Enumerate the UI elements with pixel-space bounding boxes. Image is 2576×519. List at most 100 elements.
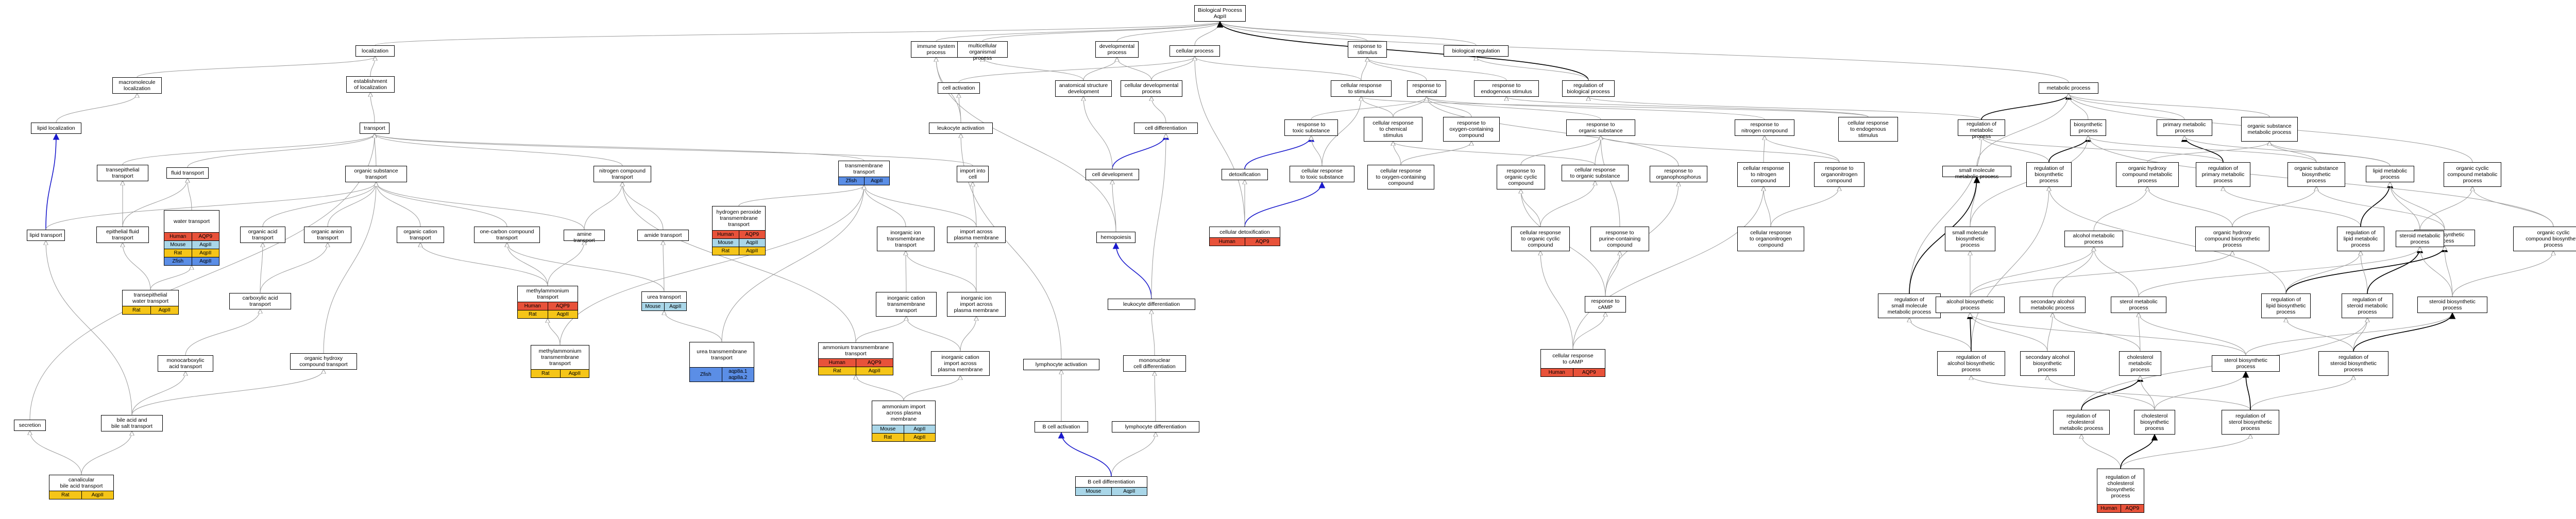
- go-term-node-leukact[interactable]: leukocyte activation: [929, 123, 993, 134]
- go-term-node-fluidtr[interactable]: fluid transport: [166, 167, 209, 179]
- go-term-node-nitrogen[interactable]: nitrogen compound transport: [594, 166, 651, 182]
- go-term-node-detox[interactable]: detoxification: [1222, 169, 1268, 180]
- go-term-node-estloc[interactable]: establishment of localization: [346, 76, 395, 93]
- go-term-node-cellresporgnitro[interactable]: cellular response to organonitrogen comp…: [1737, 227, 1804, 251]
- go-term-node-cellrespchem[interactable]: cellular response to chemical stimulus: [1364, 117, 1422, 142]
- go-term-node-lymphact[interactable]: lymphocyte activation: [1023, 359, 1099, 370]
- go-term-node-sterolbio[interactable]: sterol biosynthetic process: [2212, 355, 2280, 372]
- go-term-node-regbio[interactable]: regulation of biological process: [1562, 80, 1615, 97]
- go-term-node-multicell[interactable]: multicellular organismal process: [957, 41, 1008, 61]
- go-term-node-inorgcation[interactable]: inorganic cation transmembrane transport: [876, 292, 937, 317]
- go-term-node-respchem[interactable]: response to chemical: [1407, 80, 1446, 97]
- go-term-node-importcell[interactable]: import into cell: [957, 166, 989, 182]
- go-term-node-transepi[interactable]: transepithelial transport: [97, 165, 148, 181]
- go-term-node-respcamp[interactable]: response to cAMP: [1585, 296, 1626, 313]
- go-term-node-alcoholbio[interactable]: alcohol biosynthetic process: [1936, 297, 2005, 313]
- go-term-node-bileacid[interactable]: bile acid and bile salt transport: [101, 415, 163, 431]
- go-term-node-secalcohol[interactable]: secondary alcohol metabolic process: [2020, 297, 2086, 313]
- go-term-node-cholbio[interactable]: cholesterol biosynthetic process: [2134, 410, 2175, 435]
- go-term-node-biosyn[interactable]: biosynthetic process: [2070, 119, 2106, 136]
- go-term-node-regprim[interactable]: regulation of primary metabolic process: [2196, 162, 2250, 187]
- go-term-node-regalcoholbio[interactable]: regulation of alcohol biosynthetic proce…: [1937, 351, 2005, 376]
- go-term-node-organion[interactable]: organic anion transport: [304, 227, 351, 243]
- go-term-node-inorgionimport[interactable]: inorganic ion import across plasma membr…: [947, 292, 1006, 317]
- go-term-node-monocarb[interactable]: monocarboxylic acid transport: [158, 355, 213, 372]
- go-term-node-bp[interactable]: Biological Process AqpII: [1194, 5, 1246, 22]
- go-term-node-celldev[interactable]: cell development: [1086, 169, 1139, 180]
- go-term-node-metab[interactable]: metabolic process: [2039, 82, 2098, 94]
- go-term-node-epifluid[interactable]: epithelial fluid transport: [96, 227, 149, 243]
- go-term-node-inorgion[interactable]: inorganic ion transmembrane transport: [877, 227, 935, 251]
- go-term-node-carbox[interactable]: carboxylic acid transport: [229, 293, 291, 309]
- go-term-node-mmloc[interactable]: macromolecule localization: [112, 77, 162, 94]
- go-term-node-sterolmetab[interactable]: sterol metabolic process: [2111, 297, 2166, 313]
- go-term-node-lymphdiff[interactable]: lymphocyte differentiation: [1112, 421, 1199, 432]
- go-term-node-secalcoholbio[interactable]: secondary alcohol biosynthetic process: [2020, 351, 2075, 376]
- go-term-node-cellresporgcyc[interactable]: cellular response to organic cyclic comp…: [1511, 227, 1570, 251]
- go-term-node-celldevproc[interactable]: cellular developmental process: [1121, 80, 1182, 97]
- go-term-node-devproc[interactable]: developmental process: [1095, 41, 1139, 58]
- go-term-node-leukdiff[interactable]: leukocyte differentiation: [1108, 299, 1195, 310]
- go-term-node-aminetr[interactable]: amine transport: [564, 230, 605, 244]
- go-term-node-cholmetab[interactable]: cholesterol metabolic process: [2119, 351, 2161, 376]
- go-term-node-smallmolbio[interactable]: small molecule biosynthetic process: [1945, 227, 1995, 251]
- go-term-node-resppurine[interactable]: response to purine-containing compound: [1590, 227, 1649, 251]
- go-term-node-regsteroidbio[interactable]: regulation of steroid biosynthetic proce…: [2318, 351, 2388, 376]
- go-term-node-orghydroxybio[interactable]: organic hydroxy compound biosynthetic pr…: [2195, 227, 2269, 251]
- go-term-node-lipidmetab[interactable]: lipid metabolic process: [2366, 166, 2414, 182]
- go-term-node-orgcyclic[interactable]: organic cyclic compound metabolic proces…: [2444, 162, 2501, 187]
- go-term-node-primmetab[interactable]: primary metabolic process: [2157, 119, 2212, 136]
- go-term-node-regmetab[interactable]: regulation of metabolic process: [1958, 119, 2005, 140]
- go-term-node-anatstruct[interactable]: anatomical structure development: [1055, 80, 1112, 97]
- go-term-node-orgsub[interactable]: organic substance transport: [345, 166, 407, 182]
- go-term-node-cellresporg[interactable]: cellular response to organic substance: [1562, 165, 1629, 181]
- go-term-node-orgcyclicbio[interactable]: organic cyclic compound biosynthetic pro…: [2513, 227, 2576, 251]
- go-term-node-hemopoiesis[interactable]: hemopoiesis: [1096, 232, 1136, 243]
- go-term-node-regbiosyn[interactable]: regulation of biosynthetic process: [2026, 162, 2072, 187]
- go-term-node-importplasma[interactable]: import across plasma membrane: [947, 227, 1006, 243]
- go-term-node-h2o2[interactable]: hydrogen peroxide transmembrane transpor…: [712, 206, 766, 255]
- go-term-node-immune[interactable]: immune system process: [911, 41, 961, 58]
- go-term-node-bcellact[interactable]: B cell activation: [1035, 421, 1088, 432]
- go-term-node-onecarbon[interactable]: one-carbon compound transport: [474, 227, 540, 243]
- go-term-node-regsmallmol[interactable]: regulation of small molecule metabolic p…: [1878, 293, 1941, 318]
- go-term-node-orgsubbiosyn[interactable]: organic substance biosynthetic process: [2287, 162, 2345, 187]
- go-term-node-celldiff[interactable]: cell differentiation: [1134, 123, 1198, 134]
- go-term-node-amidetr[interactable]: amide transport: [637, 230, 689, 241]
- go-term-node-respendo[interactable]: response to endogenous stimulus: [1474, 80, 1539, 97]
- go-term-node-cellact[interactable]: cell activation: [938, 82, 980, 94]
- go-term-node-cellrespoxy[interactable]: cellular response to oxygen-containing c…: [1367, 165, 1434, 189]
- go-term-node-orghydroxymetab[interactable]: organic hydroxy compound metabolic proce…: [2116, 162, 2179, 187]
- go-term-node-resporgcyc[interactable]: response to organic cyclic compound: [1497, 165, 1545, 189]
- go-term-node-cellproc[interactable]: cellular process: [1170, 45, 1220, 57]
- go-term-node-resporgsub[interactable]: response to organic substance: [1566, 119, 1635, 136]
- go-term-node-cellrespnitro[interactable]: cellular response to nitrogen compound: [1737, 162, 1790, 187]
- go-term-node-mononuc[interactable]: mononuclear cell differentiation: [1123, 355, 1186, 372]
- go-term-node-smallmol[interactable]: small molecule metabolic process: [1942, 166, 2011, 180]
- go-term-node-regcholbio[interactable]: regulation of cholesterol biosynthetic p…: [2097, 469, 2144, 513]
- go-term-node-regsteroidmetab[interactable]: regulation of steroid metabolic process: [2342, 293, 2393, 318]
- go-term-node-respstim[interactable]: response to stimulus: [1348, 41, 1387, 58]
- go-term-node-reglipidbio[interactable]: regulation of lipid biosynthetic process: [2261, 293, 2311, 318]
- go-term-node-respoxy[interactable]: response to oxygen-containing compound: [1443, 117, 1500, 142]
- go-term-node-cellrespstim[interactable]: cellular response to stimulus: [1331, 80, 1392, 97]
- go-term-node-cellresptoxic[interactable]: cellular response to toxic substance: [1290, 166, 1354, 182]
- go-term-node-secretion[interactable]: secretion: [14, 420, 46, 431]
- go-term-node-lipidtr[interactable]: lipid transport: [27, 230, 65, 241]
- go-term-node-steroidmetab[interactable]: steroid metabolic process: [2396, 231, 2444, 247]
- go-term-node-resporgnitro[interactable]: response to organonitrogen compound: [1814, 162, 1865, 187]
- go-term-node-orgsubmetab[interactable]: organic substance metabolic process: [2241, 117, 2298, 142]
- go-term-node-orghydroxy[interactable]: organic hydroxy compound transport: [290, 353, 357, 370]
- go-term-node-alcoholmetab[interactable]: alcohol metabolic process: [2064, 231, 2123, 247]
